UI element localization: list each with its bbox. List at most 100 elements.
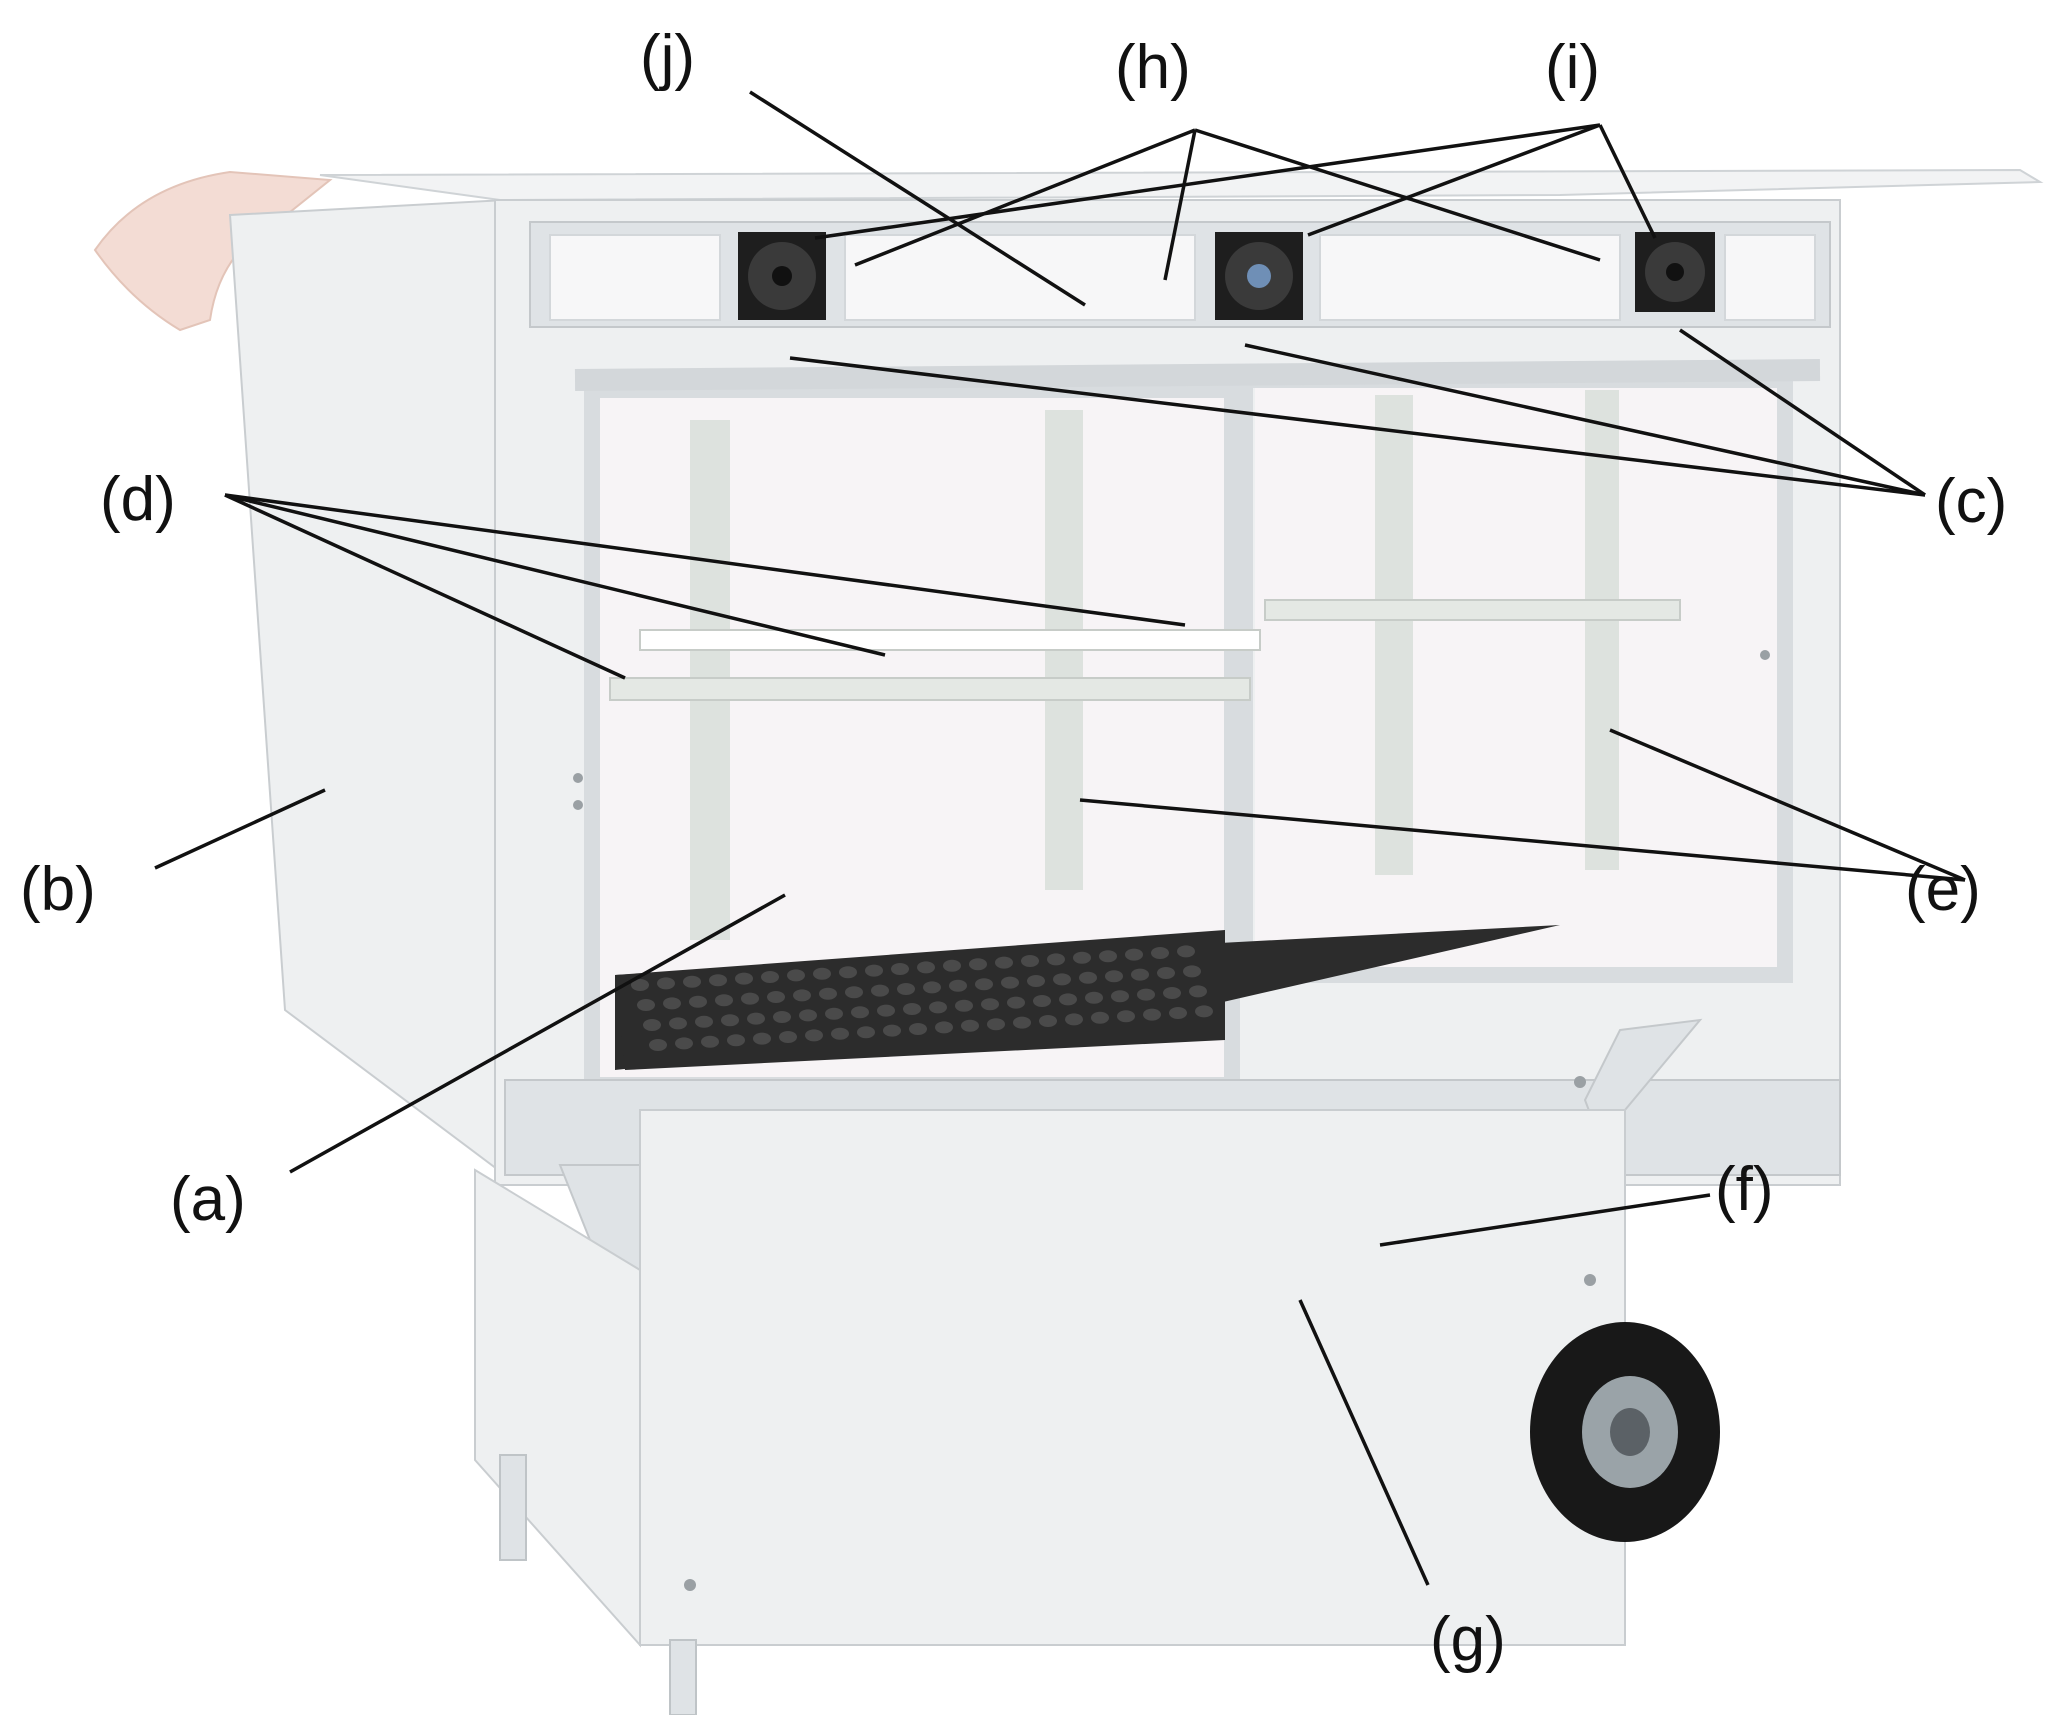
- vent-slot: [1319, 234, 1621, 321]
- tray-cell: [1027, 975, 1045, 987]
- tray-cell: [1189, 985, 1207, 998]
- tray-cell: [831, 1027, 849, 1040]
- tray-cell: [943, 959, 961, 972]
- tray-cell: [727, 1034, 745, 1047]
- tray-cell: [649, 1039, 667, 1051]
- fan-center: [1215, 232, 1303, 320]
- tray-cell: [709, 974, 727, 987]
- tray-cell: [1143, 1008, 1161, 1021]
- tray-cell: [787, 969, 805, 982]
- label-b: (b): [20, 855, 96, 924]
- tray-cell: [1195, 1005, 1213, 1018]
- tray-cell: [1001, 976, 1019, 989]
- tray-cell: [891, 963, 909, 975]
- vent-slot: [1724, 234, 1816, 321]
- right-door-glass: [1255, 385, 1790, 970]
- tray-cell: [1091, 1011, 1109, 1024]
- leader-c: [789, 356, 1926, 497]
- tray-cell: [767, 991, 785, 1003]
- tray-cell: [761, 971, 779, 983]
- tray-cell: [929, 1001, 947, 1014]
- label-c: (c): [1935, 467, 2007, 536]
- leader-i: [1307, 123, 1601, 237]
- label-f: (f): [1715, 1155, 1774, 1224]
- tray-cell: [825, 1007, 843, 1020]
- vent-slot: [844, 234, 1196, 321]
- bolt: [573, 800, 583, 810]
- tray-cell: [865, 964, 883, 977]
- tray-cell: [1085, 991, 1103, 1004]
- bolt: [1584, 1274, 1596, 1286]
- tray-cell: [735, 972, 753, 985]
- tray-cell: [1117, 1010, 1135, 1023]
- tray-cell: [845, 986, 863, 999]
- tray-cell: [917, 961, 935, 974]
- tray-cell: [935, 1021, 953, 1034]
- tray-cell: [689, 995, 707, 1008]
- wheel: [1530, 1322, 1720, 1542]
- tray-cell: [721, 1014, 739, 1027]
- tray-cell: [813, 967, 831, 980]
- tray-cell: [779, 1031, 797, 1043]
- tray-cell: [747, 1012, 765, 1025]
- tray-cell: [1169, 1007, 1187, 1019]
- leader-a: [289, 893, 786, 1174]
- door-top-rail: [574, 359, 1821, 391]
- fan-right: [1635, 232, 1715, 312]
- leader-h: [1194, 128, 1601, 262]
- tray-cell: [1137, 988, 1155, 1001]
- tray-cell: [1177, 945, 1195, 958]
- tray-cell: [1021, 955, 1039, 967]
- tray-cell: [1111, 990, 1129, 1003]
- tray-cell: [715, 994, 733, 1007]
- tray-cell: [637, 999, 655, 1011]
- tray-cell: [631, 979, 649, 991]
- tray-cell: [657, 977, 675, 990]
- leg: [499, 1454, 527, 1561]
- tray-cell: [663, 997, 681, 1010]
- fan-left: [738, 232, 826, 320]
- tray-cell: [975, 978, 993, 991]
- tray-cell: [897, 983, 915, 995]
- tray-cell: [1079, 971, 1097, 984]
- leader-e: [1079, 798, 1966, 882]
- tray-cell: [799, 1009, 817, 1022]
- leader-i: [814, 123, 1601, 240]
- tray-cell: [683, 975, 701, 988]
- lamp-bar: [609, 677, 1251, 701]
- label-e: (e): [1905, 855, 1981, 924]
- tray-cell: [995, 956, 1013, 969]
- tray-cell: [675, 1037, 693, 1050]
- leader-b: [154, 788, 326, 870]
- side-panel: [228, 198, 506, 1177]
- lamp-bar: [1264, 599, 1681, 621]
- tray-cell: [923, 981, 941, 994]
- seedling-trays: [615, 925, 1560, 1070]
- tray-cell: [839, 966, 857, 979]
- tray-cell: [819, 987, 837, 1000]
- leader-j: [749, 90, 1086, 307]
- bolt: [1574, 1076, 1586, 1088]
- tray-cell: [793, 989, 811, 1002]
- leader-g: [1298, 1299, 1430, 1586]
- bolt: [1760, 650, 1770, 660]
- label-d: (d): [100, 465, 176, 534]
- tray-cell: [1099, 950, 1117, 963]
- tray-cell: [903, 1003, 921, 1015]
- tray-cell: [1059, 993, 1077, 1006]
- tray-cell: [1131, 968, 1149, 981]
- tray-cell: [909, 1023, 927, 1035]
- tray-cell: [1073, 951, 1091, 964]
- leader-c: [1244, 343, 1926, 497]
- tray-cell: [701, 1035, 719, 1048]
- tray-cell: [695, 1015, 713, 1028]
- lower-box-front: [639, 1109, 1626, 1646]
- tray-cell: [1013, 1016, 1031, 1029]
- leader-lines: [154, 90, 1966, 1586]
- leader-d: [224, 493, 1186, 627]
- bolt: [684, 1579, 696, 1591]
- leg: [669, 1639, 697, 1715]
- tray-cell: [987, 1018, 1005, 1031]
- tray-cell: [643, 1019, 661, 1031]
